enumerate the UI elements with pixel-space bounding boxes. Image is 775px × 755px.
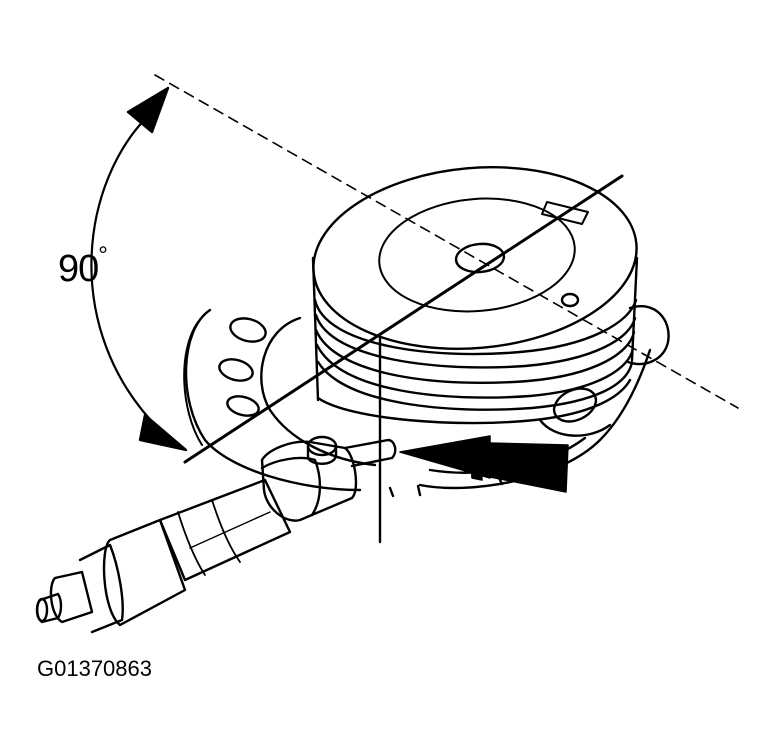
piston xyxy=(311,166,639,425)
oil-hole xyxy=(226,395,260,417)
pin-axis-dashed-line xyxy=(154,74,739,409)
angle-label: 90° xyxy=(58,244,108,290)
oil-hole xyxy=(218,358,254,382)
angle-value: 90 xyxy=(58,248,99,290)
figure-code: G01370863 xyxy=(37,656,152,681)
direction-arrow-icon xyxy=(399,435,569,493)
degree-symbol: ° xyxy=(98,242,108,269)
micrometer-drawing xyxy=(35,435,397,634)
piston-axis-line xyxy=(183,174,624,464)
oil-hole xyxy=(229,317,267,343)
angle-arc-arrow-icon xyxy=(90,86,188,452)
